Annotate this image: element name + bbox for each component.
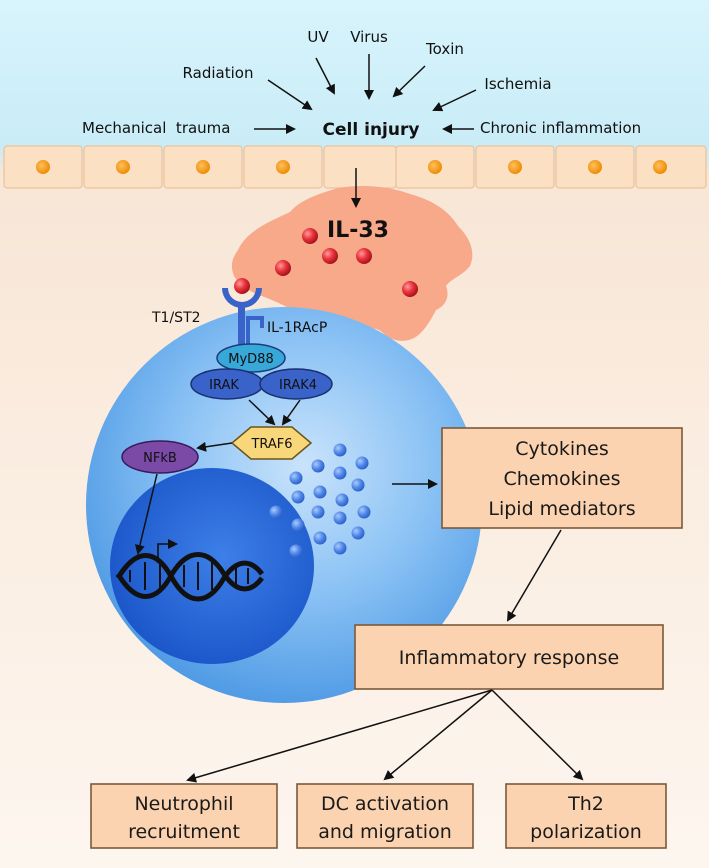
il33-label: IL-33 [327, 218, 389, 243]
il33-particle [356, 248, 372, 264]
arrow-toxin [392, 65, 426, 98]
vesicle [333, 541, 347, 555]
epithelial-nucleus [508, 160, 522, 174]
epithelial-cell [323, 145, 397, 189]
epithelial-nucleus [36, 160, 50, 174]
injury-arrows [254, 54, 477, 134]
dc-box [296, 783, 474, 849]
vesicle [335, 493, 349, 507]
irak4-label: IRAK4 [279, 378, 317, 393]
nfkb-node [121, 440, 199, 474]
il33-particle [275, 260, 291, 276]
label-uv: UV [307, 28, 329, 46]
dc-line2: and migration [318, 821, 451, 843]
vesicle [333, 466, 347, 480]
inflammatory-response-box [354, 624, 664, 690]
dna-helix-icon [115, 539, 264, 602]
arrow-irak-to-traf6 [248, 399, 276, 426]
il1racp-chain [246, 316, 264, 346]
mediators-line2: Chemokines [503, 468, 620, 490]
epithelial-nucleus [116, 160, 130, 174]
irak-label: IRAK [209, 378, 239, 393]
vesicle [333, 511, 347, 525]
il33-particle [302, 228, 318, 244]
label-toxin: Toxin [425, 40, 464, 58]
neutrophil-line2: recruitment [128, 821, 240, 843]
vesicle [351, 478, 365, 492]
vesicle [269, 505, 283, 519]
il1racp-label: IL-1RAcP [267, 320, 327, 336]
arrow-traf6-to-nfkb [196, 441, 233, 452]
arrow-uv [315, 57, 335, 95]
t1-st2-label: T1/ST2 [151, 310, 201, 326]
neutrophil-box [90, 783, 278, 849]
vesicle [313, 485, 327, 499]
vesicle [351, 526, 365, 540]
label-ischemia: Ischemia [484, 75, 551, 93]
irak4-node [259, 368, 333, 400]
label-virus: Virus [350, 28, 388, 46]
epithelial-layer [3, 145, 707, 189]
vesicle [313, 531, 327, 545]
epithelial-nucleus [588, 160, 602, 174]
il33-releasing-cell [231, 186, 473, 341]
epithelial-nucleus [276, 160, 290, 174]
receptor-cup [222, 288, 262, 308]
arrow-to-neutrophil [186, 689, 493, 783]
arrow-to-th2 [491, 689, 584, 781]
t1-st2-receptor [222, 288, 264, 346]
arrow-nfkb-to-dna [135, 473, 158, 555]
th2-line1: Th2 [567, 793, 604, 815]
cell-injury-label: Cell injury [323, 120, 420, 140]
label-radiation: Radiation [183, 64, 254, 82]
vesicle [311, 459, 325, 473]
vesicle [291, 518, 305, 532]
il33-bound-particle [234, 278, 250, 294]
arrow-mediators-to-inflammatory [506, 529, 562, 622]
traf6-label: TRAF6 [250, 437, 292, 452]
vesicle [311, 505, 325, 519]
mediator-vesicles [269, 443, 371, 558]
nfkb-label: NFkB [143, 451, 177, 466]
vesicle [289, 544, 303, 558]
receptor-stalk [238, 302, 245, 346]
il33-particle [402, 281, 418, 297]
transcription-start-arrow [157, 539, 178, 563]
myd88-node [216, 343, 286, 373]
arrow-irak4-to-traf6 [281, 399, 301, 426]
th2-line2: polarization [530, 821, 642, 843]
vesicle [289, 471, 303, 485]
epithelial-nucleus [653, 160, 667, 174]
epithelial-cell [635, 145, 707, 189]
mediators-box [441, 427, 683, 529]
mediators-line3: Lipid mediators [488, 498, 635, 520]
label-chronic-inflammation: Chronic inflammation [480, 119, 641, 137]
mediators-line1: Cytokines [515, 438, 609, 460]
vesicle [355, 456, 369, 470]
epithelial-nucleus [196, 160, 210, 174]
vesicle [357, 505, 371, 519]
il33-particles [234, 228, 418, 297]
dc-line1: DC activation [321, 793, 449, 815]
myd88-label: MyD88 [228, 352, 273, 367]
il33-particle [322, 248, 338, 264]
arrow-radiation [267, 79, 313, 111]
inflammatory-response-label: Inflammatory response [399, 647, 619, 669]
neutrophil-line1: Neutrophil [134, 793, 233, 815]
th2-box [505, 783, 667, 849]
vesicle [291, 490, 305, 504]
vesicle [333, 443, 347, 457]
epithelial-nucleus [428, 160, 442, 174]
arrow-ischemia [432, 89, 477, 112]
arrow-to-dc [383, 689, 493, 781]
label-mechanical-trauma: Mechanical trauma [82, 119, 230, 137]
